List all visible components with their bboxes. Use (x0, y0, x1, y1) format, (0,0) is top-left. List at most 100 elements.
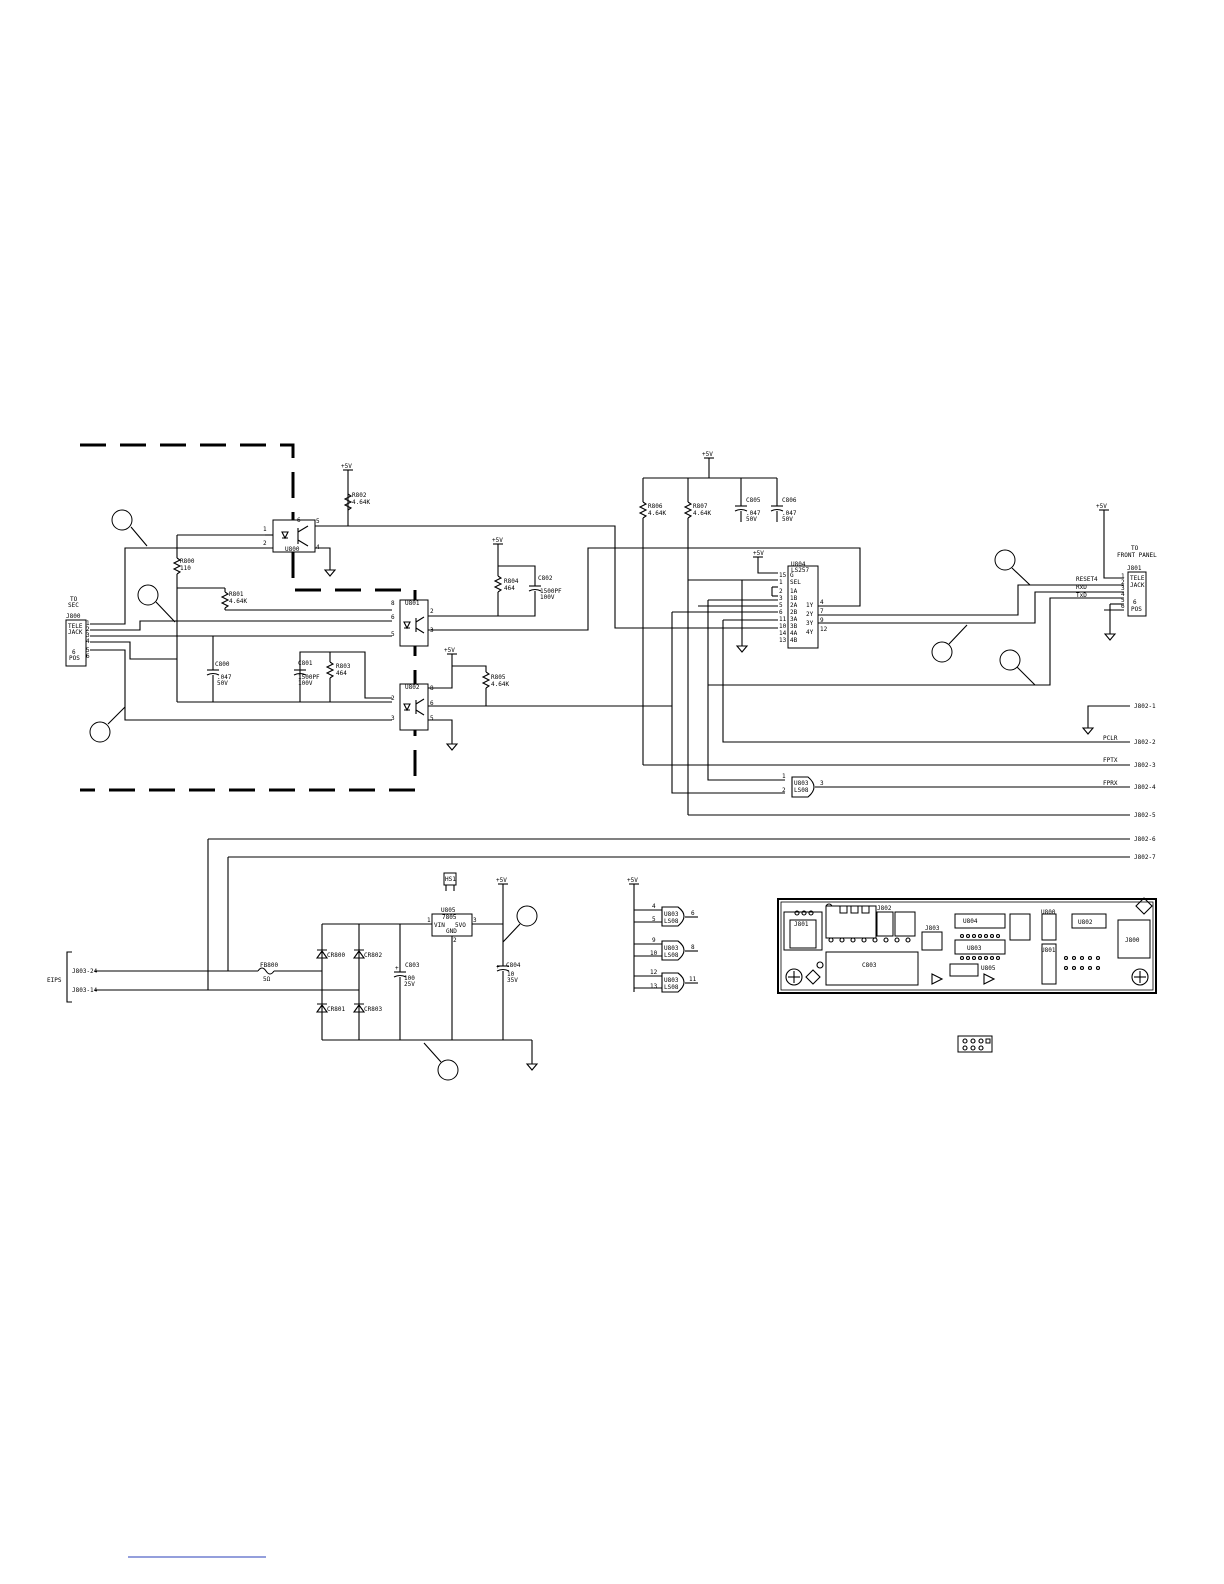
vcc-label: +5V (492, 537, 503, 544)
spare-gate-pin: 9 (652, 937, 656, 944)
c805-val1: .047 (746, 510, 761, 517)
c802-val1: 1500PF (540, 588, 562, 595)
j800-pos-num: 6 (72, 649, 76, 656)
j800-pin: 2 (86, 626, 90, 633)
u803-pin: 1 (782, 773, 786, 780)
connector-j801: TO FRONT PANEL J801 TELE JACK 6 POS 1 2 … (1076, 503, 1157, 641)
j800-title-1: TO (70, 596, 78, 603)
u804-pin-label: 4B (790, 637, 798, 644)
u803-and-gate: U803 LS08 1 2 3 (782, 773, 1130, 798)
u804-pin-label: 1Y (806, 602, 814, 609)
r804-val: 464 (504, 585, 515, 592)
spare-gate-pin: 4 (652, 903, 656, 910)
r806-ref: R806 (648, 503, 663, 510)
net-txd: TxD (1076, 592, 1087, 599)
u803-pin: 2 (782, 787, 786, 794)
c803-val2: 25V (404, 981, 415, 988)
u804-pin: 15 (779, 572, 787, 579)
board-screw-right (1131, 968, 1149, 986)
j800-tele: TELE (68, 623, 83, 630)
spare-gate-ref: U803 (664, 945, 679, 952)
board-label: J800 (1125, 937, 1140, 944)
c803-plus: + (395, 965, 399, 972)
c804-ref: C804 (506, 962, 521, 969)
u802-ref: U802 (405, 684, 420, 691)
u805-pin: 1 (427, 917, 431, 924)
callout-circle (137, 584, 159, 606)
u804-mux: U804 LS257 G SEL 1A 1B 2A 2B 3A 3B 4A 4B… (643, 561, 1130, 816)
connector-j800: TO SEC J800 TELE JACK 6 POS 1 2 3 4 5 6 (65, 596, 90, 667)
j800-pin: 1 (86, 620, 90, 627)
c806-ref: C806 (782, 497, 797, 504)
vcc-label: +5V (702, 451, 713, 458)
u804-pin: 3 (779, 595, 783, 602)
u805-vout: 5VO (455, 922, 466, 929)
j801-tele: TELE (1130, 575, 1145, 582)
j800-jack: JACK (68, 629, 83, 636)
vcc-label: +5V (341, 463, 352, 470)
u800-pin: 2 (263, 540, 267, 547)
u803-pin: 3 (820, 780, 824, 787)
cr803-ref: CR803 (364, 1006, 382, 1013)
j801-ref: J801 (1127, 565, 1142, 572)
vcc-label: +5V (444, 647, 455, 654)
j803-label: EIPS (47, 977, 62, 984)
r807-val: 4.64K (693, 510, 711, 517)
callout-circle (994, 549, 1016, 571)
j803-pin-a: J803-24 (72, 968, 98, 975)
u805-type: 7805 (442, 914, 457, 921)
j800-ref: J800 (66, 613, 81, 620)
spare-gate-type: LS08 (664, 952, 679, 959)
j802-pin: J802-7 (1134, 854, 1156, 861)
board-label: U801 (1041, 947, 1056, 954)
spare-gate-type: LS08 (664, 918, 679, 925)
u803-type: LS08 (794, 787, 809, 794)
u800-pin: 1 (263, 526, 267, 533)
callout-circle (999, 649, 1021, 671)
u804-type: LS257 (791, 567, 809, 574)
r807-ref: R807 (693, 503, 708, 510)
j802-pin: J802-4 (1134, 784, 1156, 791)
c800-ref: C800 (215, 661, 230, 668)
board-label: J802 (877, 905, 892, 912)
j800-pin: 4 (86, 638, 90, 645)
fb800-ref: FB800 (260, 962, 278, 969)
u804-pin: 10 (779, 623, 787, 630)
j802-pin: J802-1 (1134, 703, 1156, 710)
u804-pullups: +5V R806 4.64K R807 4.64K C805 .047 50V … (638, 451, 797, 815)
spare-gate-pin: 12 (650, 969, 658, 976)
vcc-label: +5V (496, 877, 507, 884)
u800-optocoupler: +5V R802 4.64K U800 1 2 6 5 4 (263, 463, 370, 577)
spare-gate-pin: 5 (652, 916, 656, 923)
u804-pin: 1 (779, 579, 783, 586)
board-label: J801 (794, 921, 809, 928)
c803-val1: 100 (404, 975, 415, 982)
u801-ref: U801 (405, 600, 420, 607)
c804-val1: 10 (507, 971, 515, 978)
u804-pin: 12 (820, 626, 828, 633)
u804-pin-label: 3B (790, 623, 798, 630)
u802-pin: 2 (391, 695, 395, 702)
u804-pin-label: 2A (790, 602, 798, 609)
u800-ref: U800 (285, 546, 300, 553)
r804-ref: R804 (504, 578, 519, 585)
j801-title-2: FRONT PANEL (1117, 552, 1157, 559)
left-labels: R800 110 R801 4.64K C800 .047 50V C801 1… (180, 558, 351, 687)
u804-pin-label: SEL (790, 579, 801, 586)
u804-pin: 13 (779, 637, 787, 644)
r802-ref: R802 (352, 492, 367, 499)
u800-pin: 6 (297, 517, 301, 524)
board-layout: J801 J802 J803 U804 U803 U800 U801 U802 (777, 897, 1157, 994)
board-label: U803 (967, 945, 982, 952)
u803-ref: U803 (794, 780, 809, 787)
j802-pin: J802-3 (1134, 762, 1156, 769)
u801-pin: 2 (430, 608, 434, 615)
u804-pin: 11 (779, 616, 787, 623)
c803-ref: C803 (405, 962, 420, 969)
c805-val2: 50V (746, 516, 757, 523)
u805-pin: 2 (453, 937, 457, 944)
u804-pin: 5 (779, 602, 783, 609)
j800-pin: 5 (86, 647, 90, 654)
net-pclr: PCLR (1103, 735, 1118, 742)
